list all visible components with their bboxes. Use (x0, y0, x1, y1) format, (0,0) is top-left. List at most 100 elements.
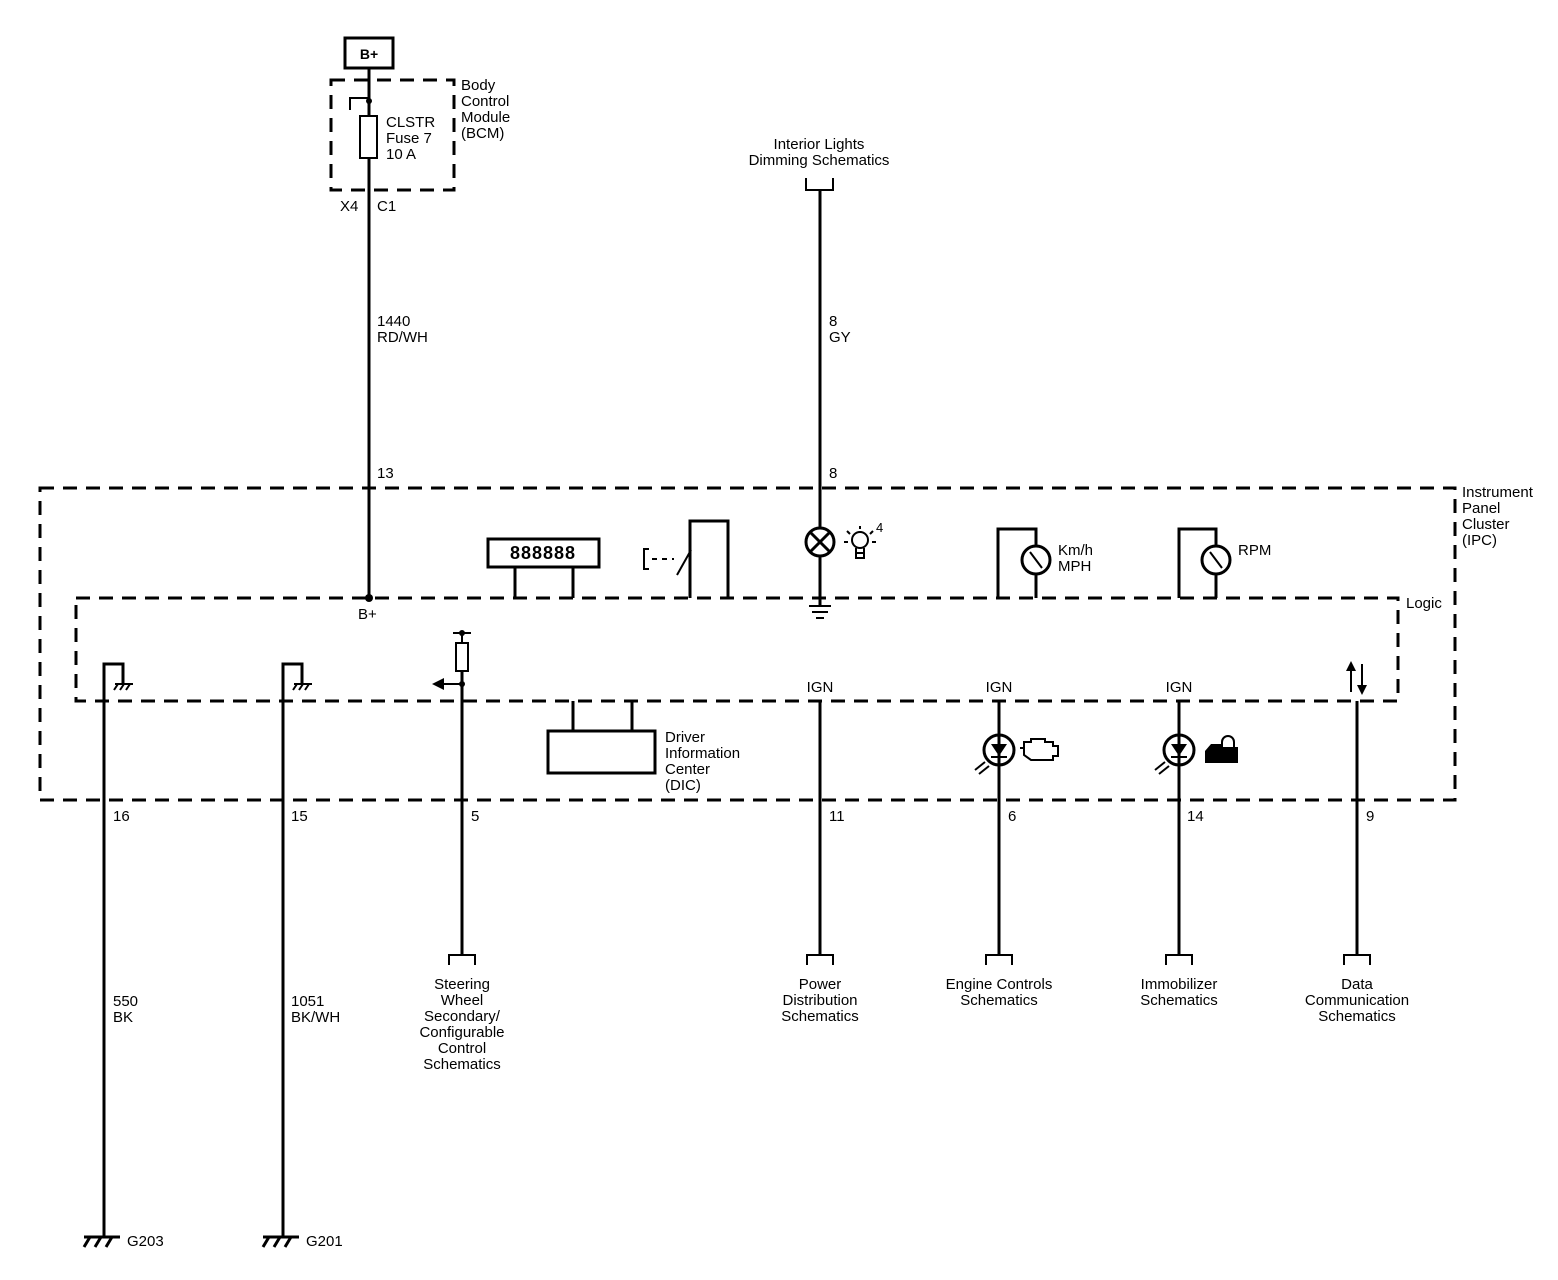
logic-ground-icon-1 (113, 683, 133, 691)
lightbulb-icon (844, 526, 876, 559)
data-comm-ref-2: Communication (1305, 992, 1409, 1009)
ign-label-immobilizer: IGN (1166, 679, 1193, 696)
power-dist-ref-1: Power (799, 976, 842, 993)
immobilizer-ref-1: Immobilizer (1141, 976, 1218, 993)
bcm-name-4: (BCM) (461, 125, 504, 142)
ipc-name-3: Cluster (1462, 516, 1510, 533)
dimming-circuit-number: 8 (829, 313, 837, 330)
ign-label-engine: IGN (986, 679, 1013, 696)
logic-boundary (74, 596, 1400, 703)
ground-g201-circuit-number: 1051 (291, 993, 324, 1010)
ipc-boundary (38, 486, 1457, 802)
chassis-ground-icon (809, 605, 831, 619)
ipc-pin-14: 14 (1187, 808, 1204, 825)
power-dist-ref-2: Distribution (782, 992, 857, 1009)
logic-label: Logic (1406, 595, 1442, 612)
bcm-name-1: Body (461, 77, 496, 94)
ipc-name-4: (IPC) (1462, 532, 1497, 549)
bplus-node (365, 594, 373, 602)
immobilizer-indicator-led-icon (1154, 733, 1196, 775)
engine-ref-2: Schematics (960, 992, 1038, 1009)
dic-box (546, 729, 657, 775)
pullup-resistor-icon (453, 630, 471, 672)
ipc-name-1: Instrument (1462, 484, 1534, 501)
data-comm-connector-bracket (1343, 954, 1371, 965)
ipc-pin-16: 16 (113, 808, 130, 825)
logic-ground-icon-2 (292, 683, 312, 691)
lamp-note-number: 4 (876, 520, 883, 535)
dic-label-1: Driver (665, 729, 705, 746)
steering-ref-4: Configurable (419, 1024, 504, 1041)
ipc-pin-5: 5 (471, 808, 479, 825)
fuse-icon (359, 115, 378, 159)
engine-ref-1: Engine Controls (946, 976, 1053, 993)
ground-g203-wire (102, 662, 125, 1237)
fuse-label-2: Fuse 7 (386, 130, 432, 147)
fuse-label-1: CLSTR (386, 114, 435, 131)
immobilizer-ref-2: Schematics (1140, 992, 1218, 1009)
steering-ref-1: Steering (434, 976, 490, 993)
immobilizer-connector-bracket (1165, 954, 1193, 965)
ipc-pin-11: 11 (829, 808, 845, 825)
dimming-circuit-color: GY (829, 329, 851, 346)
ground-g203-circuit-color: BK (113, 1009, 133, 1026)
battery-positive-label: B+ (360, 46, 378, 62)
dic-label-4: (DIC) (665, 777, 701, 794)
speedometer-unit-2: MPH (1058, 558, 1091, 575)
dimming-ref-2: Dimming Schematics (749, 152, 890, 169)
data-comm-ref-3: Schematics (1318, 1008, 1396, 1025)
steering-ref-6: Schematics (423, 1056, 501, 1073)
bcm-name-2: Control (461, 93, 509, 110)
dic-label-2: Information (665, 745, 740, 762)
steering-connector-bracket (448, 954, 476, 965)
ipc-pin-13: 13 (377, 465, 394, 482)
feed-circuit-number: 1440 (377, 313, 410, 330)
arrow-left-icon (432, 678, 444, 690)
switch-icon (643, 519, 730, 598)
tachometer-needle (1209, 551, 1223, 569)
speedometer-unit-1: Km/h (1058, 542, 1093, 559)
feed-circuit-color: RD/WH (377, 329, 428, 346)
power-dist-ref-3: Schematics (781, 1008, 859, 1025)
tachometer-label: RPM (1238, 542, 1271, 559)
ground-g201-label: G201 (306, 1233, 343, 1250)
bcm-pin: C1 (377, 198, 396, 215)
tachometer-wire (1177, 527, 1218, 598)
ipc-name-2: Panel (1462, 500, 1500, 517)
speedometer-needle (1029, 551, 1043, 569)
engine-connector-bracket (985, 954, 1013, 965)
fuse-label-3: 10 A (386, 146, 416, 163)
steering-ref-5: Control (438, 1040, 486, 1057)
segment-display-icon (486, 537, 601, 569)
power-dist-connector-bracket (806, 954, 834, 965)
ground-g203-icon (82, 1235, 120, 1248)
bidirectional-arrows-icon (1346, 661, 1367, 695)
ipc-pin-15: 15 (291, 808, 308, 825)
ground-g201-circuit-color: BK/WH (291, 1009, 340, 1026)
ipc-pin-9: 9 (1366, 808, 1374, 825)
dimming-ref-1: Interior Lights (774, 136, 865, 153)
bcm-connector: X4 (340, 198, 358, 215)
ground-g201-icon (261, 1235, 299, 1248)
check-engine-icon (1020, 738, 1059, 761)
data-comm-ref-1: Data (1341, 976, 1373, 993)
segment-display-digits: 888888 (510, 543, 576, 563)
steering-ref-3: Secondary/ (424, 1008, 501, 1025)
bcm-name-3: Module (461, 109, 510, 126)
bcm-switch-icon (349, 97, 372, 110)
logic-bplus-label: B+ (358, 606, 377, 623)
lamp-icon (804, 526, 836, 558)
speedometer-wire (996, 527, 1038, 598)
ground-g203-label: G203 (127, 1233, 164, 1250)
ign-label-power: IGN (807, 679, 834, 696)
security-lock-icon (1205, 735, 1238, 763)
ipc-pin-6: 6 (1008, 808, 1016, 825)
engine-indicator-led-icon (974, 733, 1016, 775)
dimming-connector-bracket (805, 178, 834, 191)
steering-ref-2: Wheel (441, 992, 484, 1009)
ground-g201-wire (281, 662, 304, 1237)
ipc-pin-8: 8 (829, 465, 837, 482)
dic-label-3: Center (665, 761, 710, 778)
